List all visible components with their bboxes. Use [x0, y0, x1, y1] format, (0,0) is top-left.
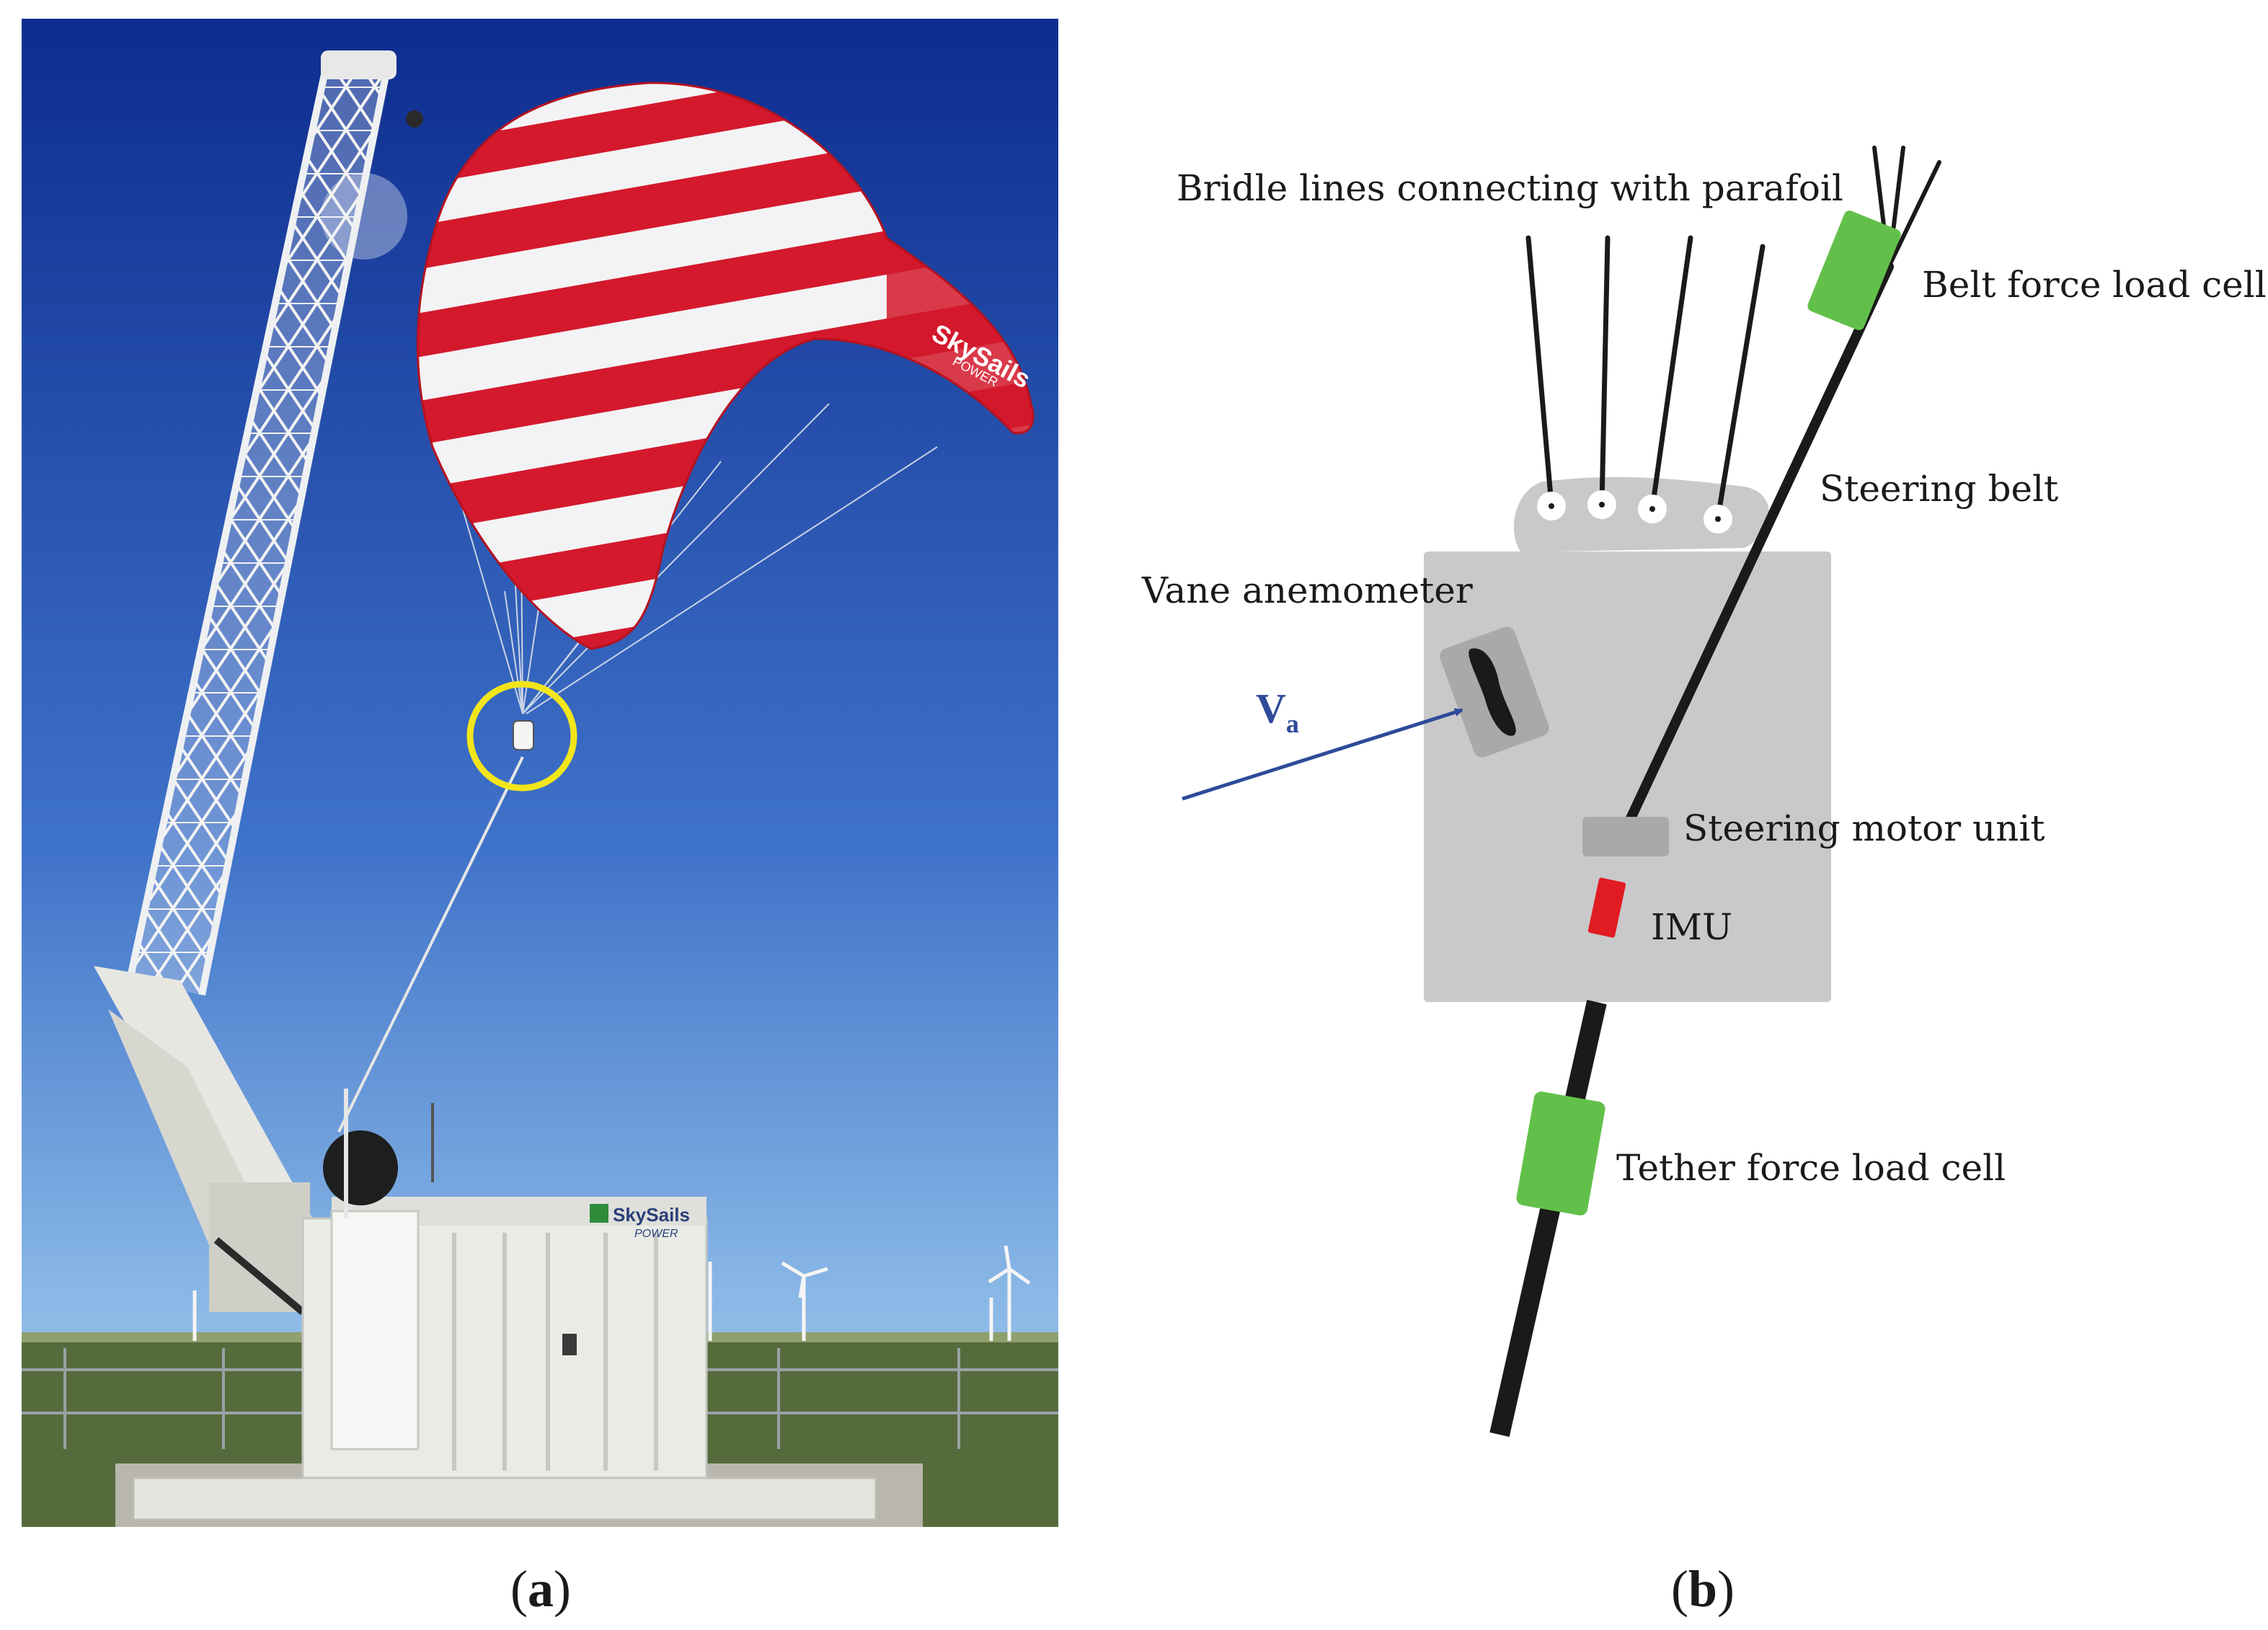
steering-belt [1621, 146, 1941, 834]
caption-a: (a) [510, 1560, 571, 1618]
winch-drum [323, 1130, 398, 1205]
caption-b: (b) [1671, 1560, 1735, 1618]
label-velocity: Va [1256, 685, 1299, 738]
steering-motor-unit [1582, 817, 1669, 856]
label-bridle-lines: Bridle lines connecting with parafoil [1177, 167, 1843, 209]
label-steering-motor-unit: Steering motor unit [1683, 807, 2045, 849]
ground-station: SkySails POWER [132, 1089, 877, 1521]
imu-sensor [1587, 877, 1626, 938]
control-pod-photo [513, 720, 534, 750]
label-belt-force-load-cell: Belt force load cell [1922, 264, 2267, 306]
vane-anemometer [1440, 626, 1549, 758]
schematic-panel: Bridle lines connecting with parafoil Be… [1141, 146, 2267, 1438]
tether-photo [337, 756, 524, 1133]
container-logo-sub: POWER [634, 1228, 678, 1240]
label-vane-anemometer: Vane anemometer [1141, 570, 1473, 611]
launch-mast [94, 50, 423, 1315]
label-imu: IMU [1651, 906, 1732, 948]
photo-panel: SkySails POWER SkySails POWER [22, 19, 1058, 1527]
tether-force-load-cell [1516, 1091, 1605, 1215]
label-tether-force-load-cell: Tether force load cell [1616, 1147, 2006, 1189]
bridle-attachment-points [1537, 490, 1732, 533]
tether [1489, 999, 1607, 1438]
control-pod-body [1424, 552, 1831, 1002]
bridle-lines [1525, 235, 1766, 521]
label-steering-belt: Steering belt [1820, 468, 2058, 510]
apparent-wind-arrow [1182, 708, 1463, 801]
belt-force-load-cell [1807, 211, 1901, 330]
wind-turbines [192, 1245, 1031, 1341]
container-logo: SkySails [613, 1204, 690, 1226]
highlight-circle [466, 681, 577, 792]
